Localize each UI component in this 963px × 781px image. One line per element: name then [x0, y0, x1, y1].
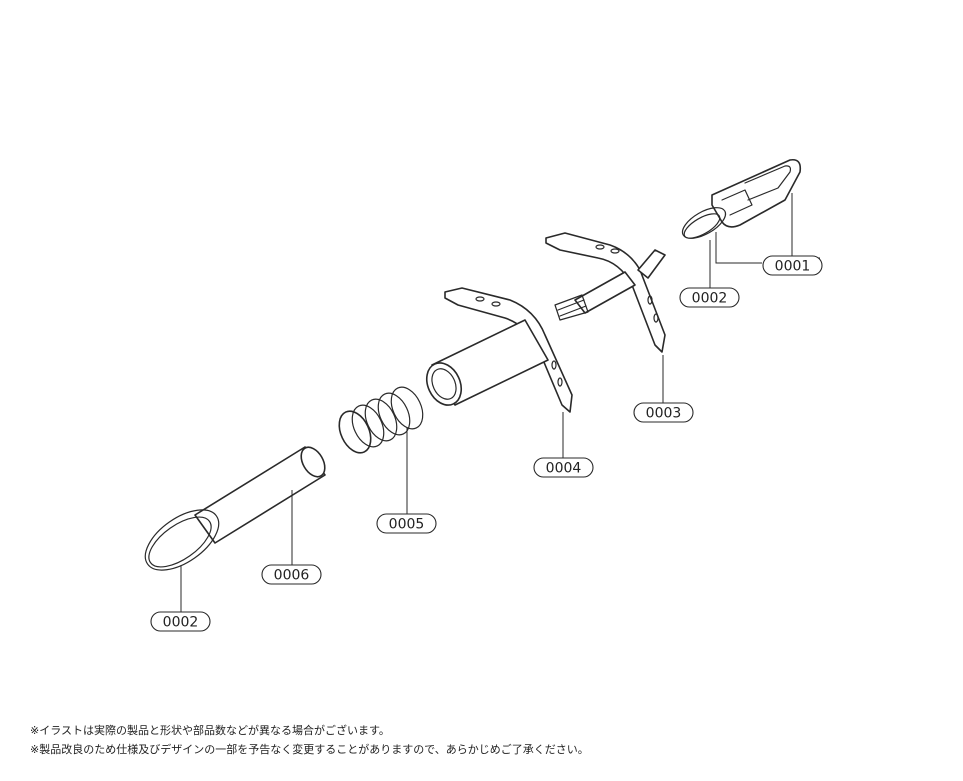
part-0003-bracket-pin — [545, 232, 666, 353]
callout-label: 0004 — [546, 461, 582, 477]
disclaimer-note-specification: ※製品改良のため仕様及びデザインの一部を予告なく変更することがありますので、あら… — [30, 743, 589, 756]
callout-label: 0006 — [274, 568, 310, 584]
callout-label: 0002 — [692, 291, 728, 307]
callout-label: 0003 — [646, 406, 682, 422]
disclaimer-note-illustration: ※イラストは実際の製品と形状や部品数などが異なる場合がございます。 — [30, 724, 390, 737]
callout-0001: 0001 — [762, 255, 823, 276]
part-0006-long-pin — [194, 446, 326, 544]
callout-0002-top: 0002 — [679, 287, 740, 308]
callout-label: 0002 — [163, 615, 199, 631]
callout-0004: 0004 — [533, 457, 594, 478]
disclaimer-notes: ※イラストは実際の製品と形状や部品数などが異なる場合がございます。 ※製品改良の… — [30, 721, 589, 759]
callout-0005: 0005 — [376, 513, 437, 534]
callout-0006: 0006 — [261, 564, 322, 585]
part-0005-spring — [338, 386, 424, 454]
callout-label: 0005 — [389, 517, 425, 533]
part-0001-clip — [681, 158, 802, 239]
callout-0002-bottom: 0002 — [150, 611, 211, 632]
callout-0003: 0003 — [633, 402, 694, 423]
leader-0001 — [791, 193, 820, 259]
part-0004-bracket-tube — [425, 287, 573, 413]
callout-label: 0001 — [775, 259, 811, 275]
part-0002-ring — [144, 509, 220, 571]
leader-0001-ring — [715, 232, 762, 264]
